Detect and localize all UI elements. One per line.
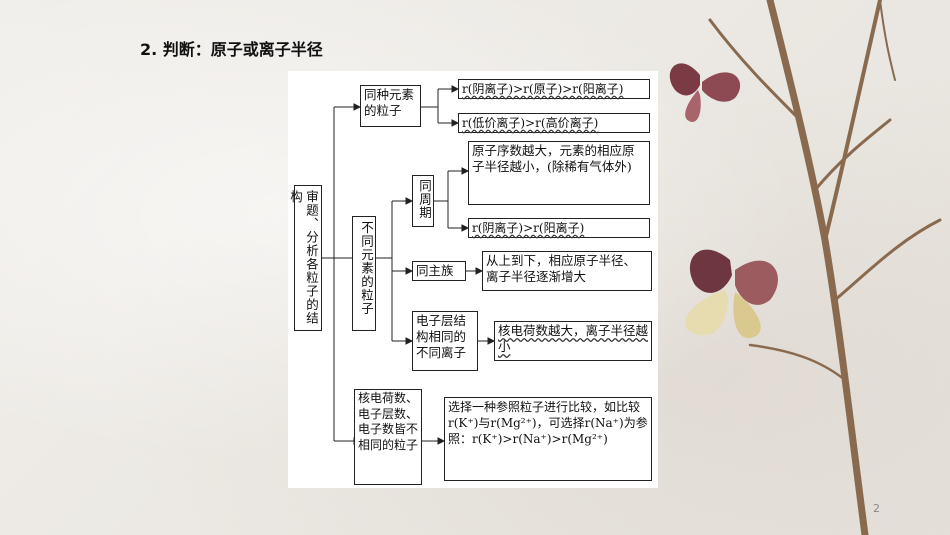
branch-decoration <box>669 0 942 535</box>
isoelectronic-rule-text: 核电荷数越大，离子半径越小 <box>498 323 649 354</box>
diff-element-box: 不同元素的粒子 <box>352 216 376 331</box>
group-rule-text: 从上到下，相应原子半径、离子半径逐渐增大 <box>486 253 637 284</box>
same-element-rule-1-text: r(阴离子)>r(原子)>r(阳离子) <box>462 82 624 96</box>
isoelectronic-rule: 核电荷数越大，离子半径越小 <box>494 321 652 361</box>
period-label: 同周期 <box>417 179 432 220</box>
butterfly-icon-top <box>669 63 741 122</box>
period-rule-2: r(阴离子)>r(阳离子) <box>468 218 650 238</box>
all-diff-rule: 选择一种参照粒子进行比较，如比较r(K⁺)与r(Mg²⁺)，可选择r(Na⁺)为… <box>444 397 652 481</box>
all-diff-rule-text: 选择一种参照粒子进行比较，如比较r(K⁺)与r(Mg²⁺)，可选择r(Na⁺)为… <box>448 400 648 446</box>
all-diff-box: 核电荷数、电子层数、电子数皆不相同的粒子 <box>354 389 422 485</box>
period-box: 同周期 <box>412 175 434 227</box>
group-label: 同主族 <box>416 263 454 278</box>
isoelectronic-label: 电子层结构相同的不同离子 <box>416 313 467 360</box>
all-diff-label: 核电荷数、电子层数、电子数皆不相同的粒子 <box>358 391 419 452</box>
same-element-rule-2: r(低价离子)>r(高价离子) <box>458 113 650 133</box>
classification-diagram: 审题、分析各粒子的结构 同种元素的粒子 r(阴离子)>r(原子)>r(阳离子) … <box>288 71 658 488</box>
butterfly-icon-middle <box>685 249 778 339</box>
same-element-label: 同种元素的粒子 <box>364 87 415 118</box>
period-rule-1: 原子序数越大，元素的相应原子半径越小，(除稀有气体外) <box>468 141 650 205</box>
root-box: 审题、分析各粒子的结构 <box>288 185 322 331</box>
period-rule-1-text: 原子序数越大，元素的相应原子半径越小，(除稀有气体外) <box>472 143 635 174</box>
group-box: 同主族 <box>412 261 466 281</box>
same-element-rule-2-text: r(低价离子)>r(高价离子) <box>462 116 599 130</box>
diff-element-label: 不同元素的粒子 <box>359 221 374 316</box>
slide-heading: 2. 判断：原子或离子半径 <box>140 40 323 59</box>
page-number: 2 <box>873 502 880 515</box>
group-rule: 从上到下，相应原子半径、离子半径逐渐增大 <box>482 251 652 291</box>
same-element-rule-1: r(阴离子)>r(原子)>r(阳离子) <box>458 79 650 99</box>
same-element-box: 同种元素的粒子 <box>360 85 421 127</box>
isoelectronic-box: 电子层结构相同的不同离子 <box>412 311 478 371</box>
root-label: 审题、分析各粒子的结构 <box>288 190 319 325</box>
period-rule-2-text: r(阴离子)>r(阳离子) <box>472 221 585 235</box>
